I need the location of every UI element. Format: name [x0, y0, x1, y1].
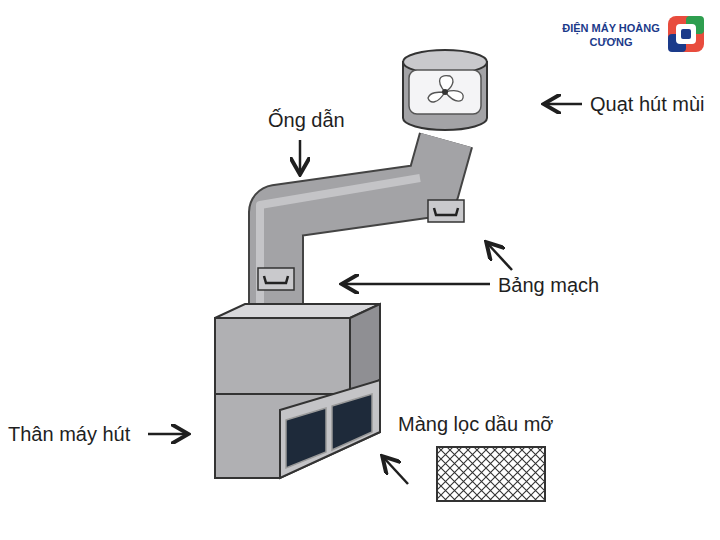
circuit-board	[428, 200, 464, 222]
part-label: Ống dẫn	[268, 108, 345, 132]
part-label: Quạt hút mùi	[590, 92, 705, 116]
duct	[260, 140, 446, 325]
brand-logo-text: ĐIỆN MÁY HOÀNG CƯƠNG	[556, 22, 666, 50]
part-label: Màng lọc dầu mỡ	[398, 412, 553, 436]
part-label: Thân máy hút	[8, 422, 130, 446]
circuit-board	[258, 268, 294, 290]
logo-icon	[668, 16, 704, 52]
exhaust-fan	[403, 50, 487, 130]
part-label: Bảng mạch	[498, 273, 599, 297]
grease-filter	[437, 447, 545, 501]
hood-body	[215, 304, 380, 478]
